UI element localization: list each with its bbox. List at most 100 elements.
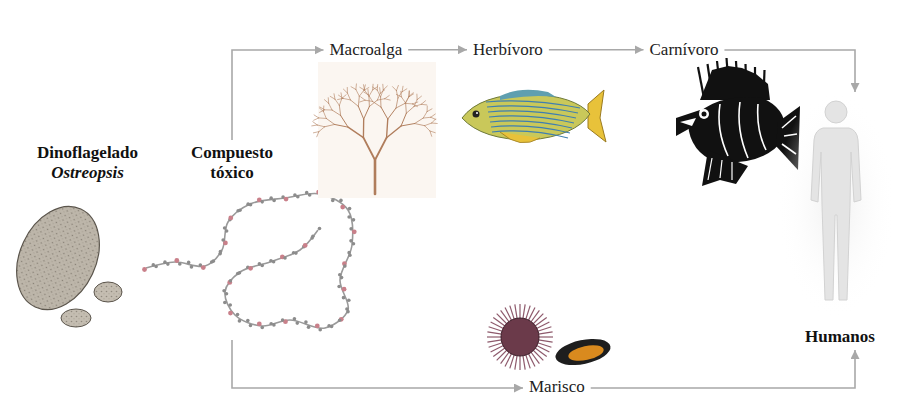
atom — [315, 324, 320, 329]
atom — [340, 205, 345, 210]
atom — [222, 289, 226, 293]
atom — [260, 326, 264, 330]
dinoflagellate-cells — [1, 193, 122, 327]
flow-arrow — [232, 50, 324, 140]
macroalga-drawing — [312, 84, 437, 194]
atom — [225, 292, 229, 296]
atom — [166, 262, 170, 266]
atom — [178, 262, 182, 266]
atom — [327, 324, 331, 328]
atom — [295, 321, 299, 325]
atom — [348, 253, 352, 257]
food-web-label: Macroalga — [324, 37, 409, 63]
atom — [352, 229, 357, 234]
atom — [221, 238, 225, 242]
atom — [249, 324, 253, 328]
atom — [154, 265, 158, 269]
atom — [281, 318, 285, 322]
atom — [246, 319, 250, 323]
atom — [347, 298, 351, 302]
toxin-molecule — [142, 190, 357, 332]
atom — [249, 203, 253, 207]
human-node: Humanos — [795, 92, 885, 350]
atom — [269, 322, 273, 326]
node-label: Marisco — [529, 377, 585, 397]
atom — [238, 271, 242, 275]
alga-ground — [318, 62, 436, 198]
atom — [187, 261, 191, 265]
atom — [311, 235, 315, 239]
atom — [269, 196, 273, 200]
herbivore-fish — [462, 90, 606, 143]
atom — [318, 227, 322, 231]
atom — [228, 303, 232, 307]
atom — [238, 208, 242, 212]
atom — [342, 287, 347, 292]
atom — [225, 229, 229, 233]
node-label: Macroalga — [330, 40, 403, 60]
atom — [339, 199, 343, 203]
atom — [352, 218, 356, 222]
atom — [223, 226, 227, 230]
atom — [219, 250, 223, 254]
compound-node: Compuesto tóxico — [132, 140, 332, 340]
node-label: Dinoflagelado — [37, 143, 138, 163]
atom — [347, 215, 351, 219]
atom — [248, 266, 253, 271]
atom — [190, 265, 194, 269]
flow-arrow — [232, 340, 523, 388]
human-figure — [776, 90, 896, 320]
molecule-backbone — [146, 193, 353, 328]
atom — [303, 243, 308, 248]
atom — [228, 216, 233, 221]
atom — [283, 256, 287, 260]
atom — [331, 199, 335, 203]
atom — [337, 285, 341, 289]
atom — [349, 239, 353, 243]
sea-urchin — [487, 304, 553, 370]
atom — [296, 195, 300, 199]
flow-arrow — [549, 49, 644, 51]
atom — [342, 296, 346, 300]
atom — [349, 227, 353, 231]
atom — [272, 260, 276, 264]
atom — [346, 310, 350, 314]
atom — [339, 317, 344, 322]
food-web-label: Marisco — [523, 374, 591, 400]
food-web-label: Carnívoro — [644, 37, 725, 63]
atom — [308, 193, 312, 197]
flow-arrow — [408, 49, 467, 51]
atom — [201, 265, 206, 270]
node-label: Herbívoro — [473, 40, 543, 60]
atom — [318, 328, 322, 332]
atom — [260, 200, 264, 204]
atom — [236, 313, 240, 317]
atom — [142, 267, 147, 272]
organism-label: DinoflageladoOstreopsis — [31, 140, 144, 187]
atom — [229, 279, 233, 283]
atom — [343, 264, 347, 268]
atom — [257, 322, 262, 327]
atom — [211, 259, 215, 263]
atom — [223, 301, 227, 305]
atom — [348, 207, 352, 211]
atom — [352, 242, 356, 246]
node-label: Humanos — [805, 327, 875, 347]
atom — [260, 264, 264, 268]
atom — [304, 320, 308, 324]
flow-arrow — [724, 50, 855, 92]
atom — [238, 319, 242, 323]
node-sublabel: Ostreopsis — [37, 163, 138, 183]
atom — [293, 317, 297, 321]
atom — [284, 197, 289, 202]
atom — [272, 199, 276, 203]
flow-arrow — [591, 350, 855, 388]
atom — [338, 318, 342, 322]
atom — [307, 325, 311, 329]
node-label: Carnívoro — [650, 40, 719, 60]
atom — [340, 276, 344, 280]
atom — [174, 258, 179, 263]
mussel — [553, 334, 613, 369]
